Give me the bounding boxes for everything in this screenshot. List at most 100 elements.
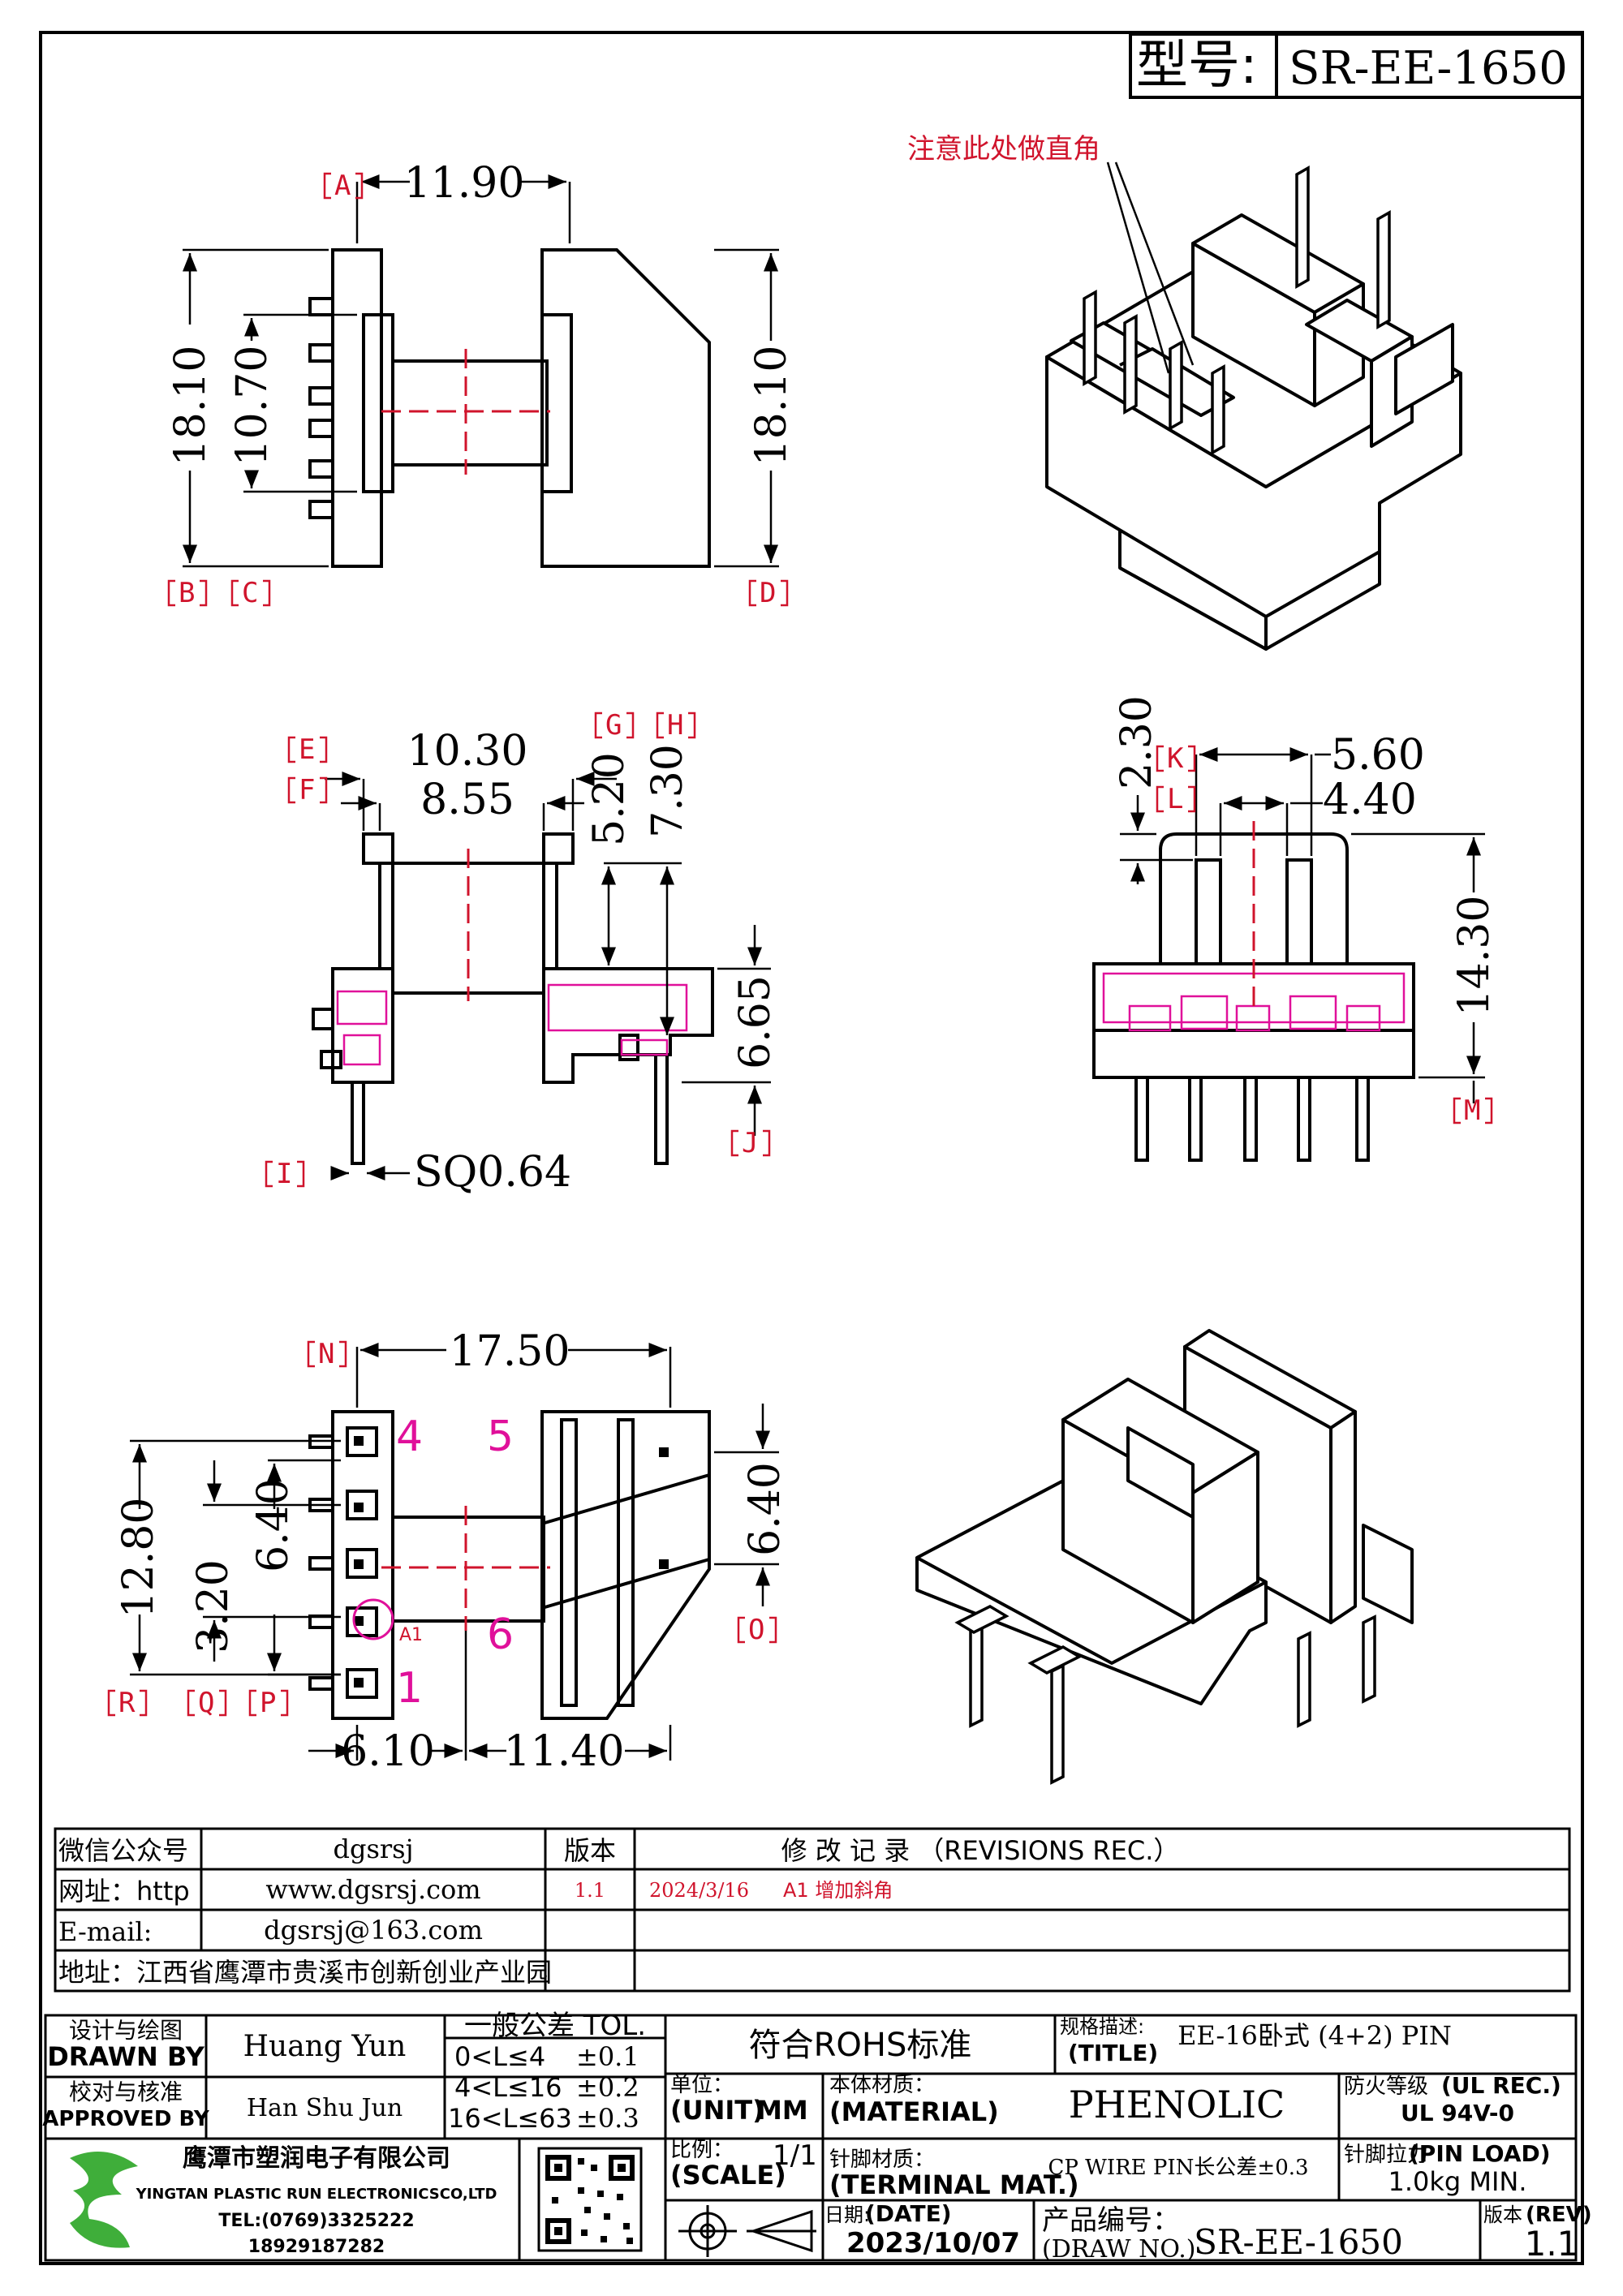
view4-centerlines (381, 1506, 550, 1631)
pin-load-label: (PIN LOAD) (1409, 2140, 1551, 2167)
dim-17-50: 17.50 (450, 1327, 570, 1376)
tol-value-3: ±0.3 (576, 2103, 639, 2134)
tolerance-title: 一般公差 TOL. (464, 2010, 646, 2042)
title-label: (TITLE) (1068, 2040, 1158, 2066)
check-label: 校对与核准 (69, 2079, 183, 2105)
unit-label: (UNIT) (670, 2095, 764, 2126)
title-value: EE-16卧式 (4+2) PIN (1177, 2020, 1452, 2051)
tol-value-2: ±0.2 (576, 2072, 639, 2103)
dim-12-80: 12.80 (114, 1498, 163, 1619)
tol-range-3: 16<L≤63 (448, 2103, 572, 2134)
ref-c: C (242, 577, 258, 609)
dim-6-40-right: 6.40 (741, 1462, 790, 1556)
ref-b: B (179, 577, 195, 609)
revision-row-desc: A1 增加斜角 (783, 1879, 893, 1902)
material-cn-label: 本体材质： (829, 2073, 935, 2097)
drawn-by-label: DRAWN BY (47, 2041, 204, 2072)
company-tel: TEL:(0769)3325222 (218, 2211, 414, 2231)
revisions-title: 修 改 记 录 （REVISIONS REC.） (781, 1835, 1180, 1866)
change-marker-a1: A1 (399, 1625, 423, 1645)
ref-n: N (318, 1338, 334, 1370)
ref-m: M (1464, 1094, 1480, 1127)
ref-q: Q (198, 1687, 214, 1719)
ref-f: F (299, 774, 315, 806)
ref-k: K (1167, 742, 1184, 775)
sheet-border (39, 31, 1584, 2265)
revision-row-version: 1.1 (575, 1879, 605, 1902)
ref-l: L (1167, 783, 1183, 815)
view-mid-left (312, 832, 714, 1165)
dim-7-30: 7.30 (644, 744, 692, 838)
info-table (54, 1827, 1571, 1993)
dim-sq-0-64: SQ0.64 (414, 1148, 571, 1197)
date-value: 2023/10/07 (846, 2227, 1020, 2259)
qr-code-icon (537, 2147, 643, 2252)
dim-8-55: 8.55 (420, 776, 514, 824)
title-block-grid (44, 2014, 1578, 2262)
company-phone: 18929187282 (248, 2237, 385, 2257)
pin-label-5: 5 (487, 1412, 514, 1461)
terminal-value: CP WIRE PIN长公差±0.3 (1048, 2156, 1308, 2180)
address: 地址：江西省鹰潭市贵溪市创新创业产业园 (58, 1957, 552, 1988)
dim-6-40-left: 6.40 (249, 1478, 298, 1572)
email-label: E-mail: (58, 1916, 152, 1947)
dim-2-30: 2.30 (1113, 695, 1161, 789)
draw-no-cn-label: 产品编号： (1042, 2204, 1180, 2237)
company-name: 鹰潭市塑润电子有限公司 (183, 2144, 450, 2173)
website-label: 网址：http (58, 1876, 190, 1907)
pin-label-4: 4 (396, 1412, 423, 1461)
scale-cn-label: 比例： (670, 2138, 734, 2162)
wechat-label: 微信公众号 (58, 1835, 188, 1866)
reference-labels: A B C D E F G H I J K L M N O P Q R (118, 170, 1480, 1719)
approved-by-value: Han Shu Jun (247, 2094, 403, 2122)
revision-version-header: 版本 (564, 1835, 616, 1866)
dim-4-40: 4.40 (1323, 776, 1417, 824)
unit-cn-label: 单位： (670, 2073, 734, 2097)
tol-range-2: 4<L≤16 (454, 2072, 562, 2103)
model-box: 型号: SR-EE-1650 (1129, 32, 1584, 99)
scale-label: (SCALE) (670, 2160, 786, 2191)
view2-hidden-lines (336, 983, 688, 1066)
rohs-statement: 符合ROHS标准 (749, 2027, 972, 2064)
fire-value: UL 94V-0 (1401, 2100, 1514, 2126)
fire-cn-label: 防火等级 (1344, 2075, 1428, 2099)
rev-label: (REV) (1526, 2203, 1592, 2227)
view4-dims (130, 1343, 779, 1761)
company-logo-icon (70, 2152, 138, 2248)
dim-11-90: 11.90 (404, 159, 525, 208)
note-leaders (1106, 161, 1195, 374)
ref-i: I (276, 1158, 292, 1190)
unit-value: MM (756, 2095, 808, 2126)
reference-brackets (107, 172, 1493, 1717)
dim-3-20: 3.20 (189, 1559, 238, 1653)
dim-11-40: 11.40 (504, 1727, 625, 1776)
website-value: www.dgsrsj.com (265, 1874, 480, 1905)
ref-j: J (742, 1127, 758, 1159)
terminal-label: (TERMINAL MAT.) (829, 2169, 1079, 2200)
isometric-view-top-pins (1083, 165, 1391, 456)
isometric-view-top (1045, 213, 1462, 651)
rev-value: 1.1 (1525, 2224, 1579, 2264)
ref-d: D (760, 577, 776, 609)
view3-dims (1120, 747, 1485, 1103)
projection-symbol-icon (678, 2205, 816, 2257)
view4-pin-squares (354, 1436, 669, 1688)
spec-label: 规格描述: (1060, 2015, 1144, 2038)
pin-load-value: 1.0kg MIN. (1388, 2166, 1526, 2197)
dim-6-65: 6.65 (731, 975, 780, 1069)
draw-no-value: SR-EE-1650 (1194, 2222, 1403, 2262)
ref-a: A (334, 170, 351, 202)
terminal-cn-label: 针脚材质： (829, 2148, 935, 2172)
ref-g: G (605, 709, 622, 742)
note-right-angle: 注意此处做直角 (907, 133, 1100, 166)
dim-18-10-right: 18.10 (747, 346, 796, 467)
scale-value: 1/1 (773, 2139, 817, 2172)
company-name-en: YINGTAN PLASTIC RUN ELECTRONICSCO,LTD (136, 2186, 497, 2203)
tol-value-1: ±0.1 (576, 2041, 639, 2072)
dim-14-30: 14.30 (1450, 896, 1499, 1017)
fire-label: (UL REC.) (1441, 2072, 1561, 2099)
draw-no-label: (DRAW NO.) (1042, 2235, 1196, 2264)
dim-18-10-left: 18.10 (166, 346, 215, 467)
view1-dims (183, 174, 779, 568)
